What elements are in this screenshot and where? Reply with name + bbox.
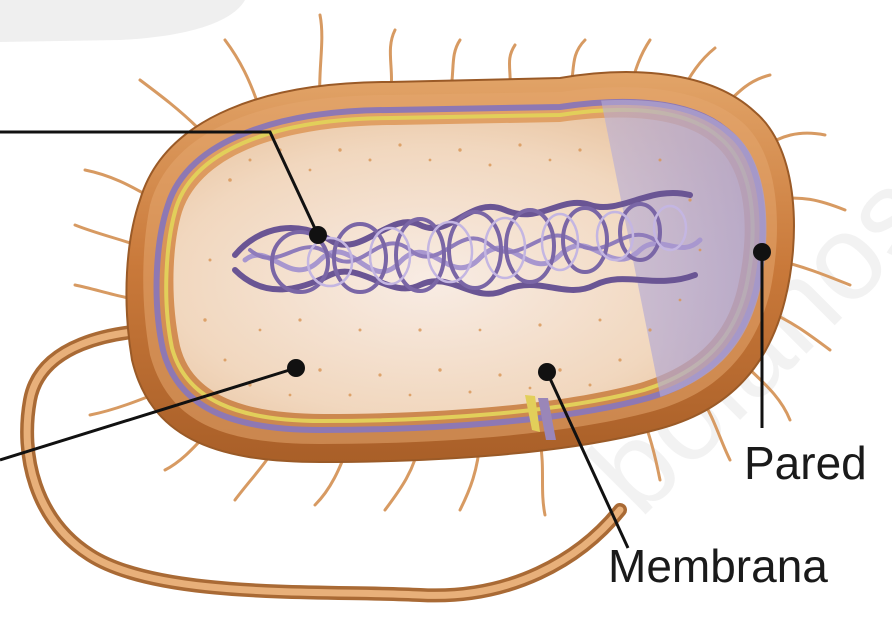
top-banner-fragment (0, 0, 245, 42)
dot-membrana (538, 363, 556, 381)
label-pared: Pared (744, 440, 867, 486)
dot-pared (753, 243, 771, 261)
dot-nucleoid (309, 226, 327, 244)
label-membrana: Membrana (608, 543, 828, 589)
dot-cytoplasm (287, 359, 305, 377)
